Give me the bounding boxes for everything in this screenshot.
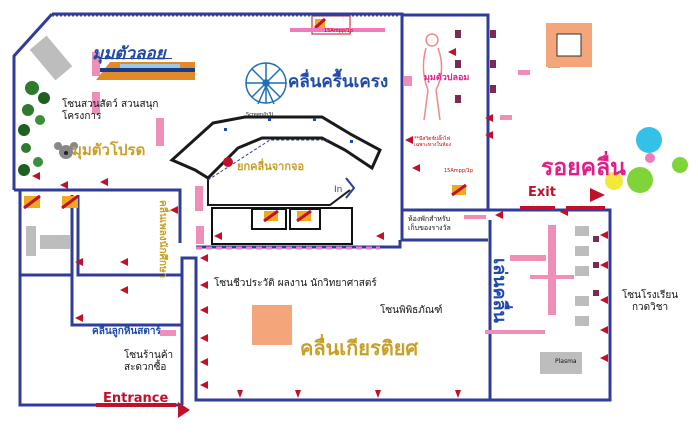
logo-ferris: คลื่นครื้นเครง xyxy=(288,72,389,92)
logo-shop: คลื่นลูกหินสตาร์ xyxy=(92,326,161,337)
logo-stage: ยกคลื่นจากจอ xyxy=(237,160,305,173)
woman-figure-icon xyxy=(422,33,443,121)
logo-roi-khluen: รอยคลื่น xyxy=(541,155,626,181)
dark-chairs xyxy=(455,30,599,296)
ferris-wheel-icon xyxy=(245,62,287,105)
amp-label-top: 15Ampp/1p xyxy=(324,28,354,34)
koala-icon xyxy=(54,142,78,159)
booth-frame xyxy=(211,207,353,245)
prize-room-label: ห้องพักสำหรับ เก็บของรางวัล xyxy=(408,215,451,232)
exit-sign: Exit xyxy=(528,185,556,200)
screen-label: Screen(h3) xyxy=(246,112,274,118)
walkway-stripes xyxy=(96,28,605,407)
amp-label-right: 15Ampp/1p xyxy=(444,168,474,174)
center-stage xyxy=(169,115,382,206)
screen-markers xyxy=(224,118,353,143)
plasma-label: Plasma xyxy=(555,358,577,365)
zone-label-school: โซนโรงเรียน กวดวิชา xyxy=(622,290,679,313)
logo-kids-wall: คลื่นเพลงนักศึกษา xyxy=(157,200,168,279)
zone-label-museum: โซนพิพิธภัณฑ์ xyxy=(380,305,443,316)
orange-kiosk-inner xyxy=(556,33,582,57)
zone-label-shop: โซนร้านค้า สะดวกซื้อ xyxy=(124,350,174,373)
in-arrow-icon xyxy=(345,177,356,199)
center-logo-icon xyxy=(223,157,233,167)
orange-kiosk-center xyxy=(252,305,292,345)
entrance-sign: Entrance xyxy=(103,391,169,406)
balloons-icon xyxy=(605,127,688,193)
train-icon xyxy=(96,62,195,80)
entrance-arrow-icon xyxy=(178,402,190,418)
trees-icon xyxy=(18,81,50,176)
logo-woman-corner: มุมตัวปลอม xyxy=(424,73,470,83)
exit-arrow-icon xyxy=(590,188,605,202)
logo-favourite-corner: มุมตัวโปรด xyxy=(72,141,146,159)
outlet-flags xyxy=(32,48,608,398)
in-sign: In xyxy=(334,185,343,195)
logo-plasma: เล่นคลื่น xyxy=(489,258,510,323)
building-walls xyxy=(12,12,612,407)
logo-honor: คลื่นเกียรติยศ xyxy=(300,336,419,360)
desks xyxy=(26,35,589,374)
zone-label-biography: โซนชีวประวัติ ผลงาน นักวิทยาศาสตร์ xyxy=(214,278,377,289)
pink-fixtures xyxy=(92,52,574,336)
zone-label-zoo: โซนสวนสัตว์ สวนสนุก โครงการ xyxy=(62,99,159,122)
socket-note: **มีสวิตช์ปลั๊กไฟ เฉพาะทางในห้อง xyxy=(414,136,452,148)
logo-bts-corner: มุมตัวลอย xyxy=(92,44,166,64)
